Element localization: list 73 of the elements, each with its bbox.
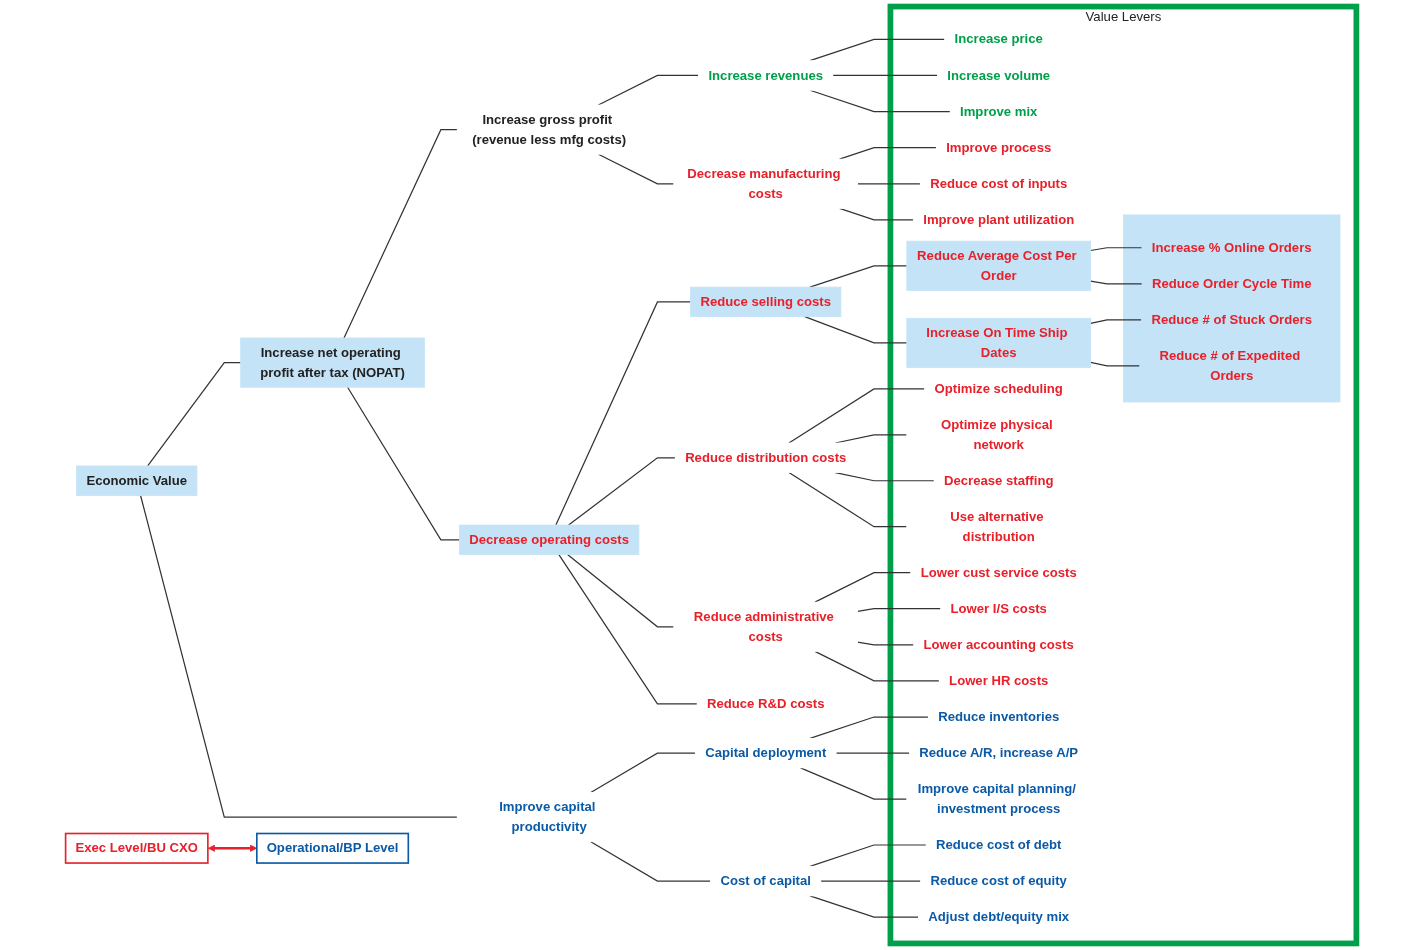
connector xyxy=(814,650,940,682)
connector xyxy=(1089,319,1143,325)
node-box xyxy=(906,317,1091,368)
node-text: Reduce Order Cycle Time xyxy=(1151,276,1312,291)
node-box xyxy=(76,465,198,496)
connector xyxy=(814,572,912,603)
connector xyxy=(832,74,939,77)
connector xyxy=(1089,247,1143,252)
node-text: Reduce administrative costs xyxy=(693,609,834,644)
connector xyxy=(139,494,458,818)
node-text: Reduce cost of debt xyxy=(935,837,1062,852)
node-text: Reduce inventories xyxy=(938,709,1060,724)
node-text: Adjust debt/equity mix xyxy=(928,909,1070,924)
connector xyxy=(147,362,242,467)
node-text: Increase gross profit (revenue less mfg costs) xyxy=(472,112,627,147)
node-text: Lower cust service costs xyxy=(920,565,1077,580)
node-text: Reduce # of Stuck Orders xyxy=(1151,312,1312,327)
node-text: Reduce cost of equity xyxy=(930,873,1067,888)
node-text: Cost of capital xyxy=(720,873,811,888)
node-text: Reduce R&D costs xyxy=(707,696,825,711)
connector xyxy=(838,147,937,160)
node-text: Lower HR costs xyxy=(949,673,1049,688)
node-box xyxy=(459,524,640,555)
node-text: Improve plant utilization xyxy=(923,212,1075,227)
connector xyxy=(347,386,461,541)
node-text: Increase volume xyxy=(947,68,1051,83)
connector xyxy=(343,129,458,339)
node-text: Use alternative distribution xyxy=(950,509,1044,544)
node-text: Lower accounting costs xyxy=(923,637,1074,652)
node-text: Increase % Online Orders xyxy=(1151,240,1312,255)
connector xyxy=(820,880,922,882)
node-text: Decrease staffing xyxy=(943,473,1054,488)
node-text: Increase price xyxy=(954,31,1043,46)
connector xyxy=(857,608,942,613)
node-text: Improve capital planning/ investment process xyxy=(917,781,1077,816)
node-text: Optimize physical network xyxy=(941,417,1053,452)
connector xyxy=(788,388,926,444)
connector xyxy=(555,301,692,526)
cluster xyxy=(887,3,1360,947)
node-text: Reduce cost of inputs xyxy=(930,176,1068,191)
node-text: Optimize scheduling xyxy=(934,381,1063,396)
node-text: Reduce # of Expedited Orders xyxy=(1159,348,1301,383)
cluster xyxy=(1123,214,1341,403)
connector xyxy=(1089,280,1143,285)
connector xyxy=(597,74,700,106)
node-text: Improve process xyxy=(946,140,1052,155)
node-text: Improve mix xyxy=(960,104,1038,119)
connector xyxy=(1089,361,1141,367)
connector xyxy=(558,553,698,705)
connector xyxy=(566,553,675,628)
connector xyxy=(788,471,908,528)
node-box xyxy=(256,832,410,864)
node-box xyxy=(906,240,1091,291)
connector xyxy=(835,752,911,754)
node-text: Improve capital productivity xyxy=(499,799,596,834)
connector xyxy=(804,316,908,344)
node-text: Reduce A/R, increase A/P xyxy=(919,745,1079,760)
node-box xyxy=(240,337,425,388)
connector xyxy=(590,841,712,882)
connector xyxy=(568,457,676,526)
connector xyxy=(857,183,921,185)
connector xyxy=(597,153,675,185)
node-text: Reduce distribution costs xyxy=(685,450,847,465)
node-text: Increase revenues xyxy=(708,68,824,83)
connector xyxy=(590,752,696,794)
connector xyxy=(857,641,915,646)
connector xyxy=(809,844,927,867)
node-text: Capital deployment xyxy=(705,745,827,760)
node-box xyxy=(64,832,209,864)
connector xyxy=(809,716,929,739)
node-text: Lower I/S costs xyxy=(950,601,1047,616)
node-text: Decrease manufacturing costs xyxy=(687,166,841,201)
node-box xyxy=(690,286,842,318)
